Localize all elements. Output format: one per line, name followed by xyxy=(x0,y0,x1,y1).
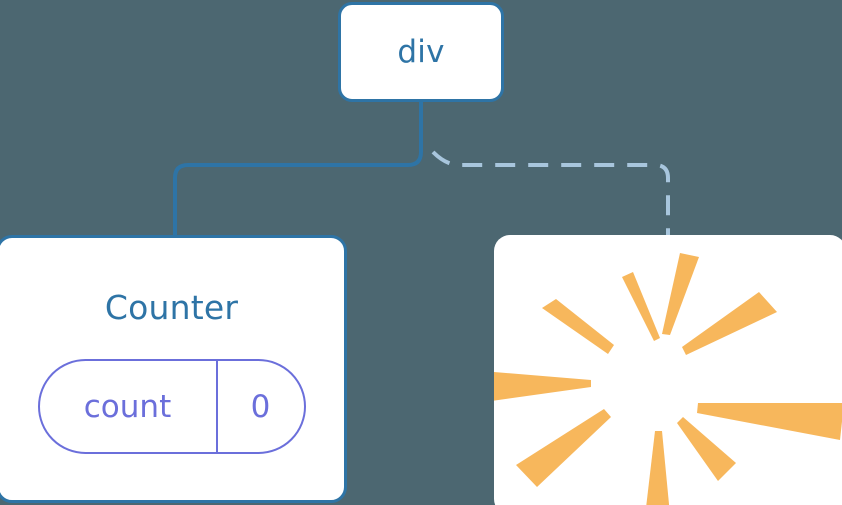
node-counter-label: Counter xyxy=(104,288,239,327)
burst-ray xyxy=(494,371,591,401)
burst-ray xyxy=(677,417,736,481)
node-highlight[interactable] xyxy=(494,235,842,505)
state-key-label: count xyxy=(40,361,218,452)
burst-ray xyxy=(697,403,842,440)
state-pill[interactable]: count 0 xyxy=(37,359,306,454)
burst-ray xyxy=(662,253,699,335)
state-value: 0 xyxy=(250,388,271,425)
node-div[interactable]: div xyxy=(338,2,504,102)
sparkle-burst-icon xyxy=(494,253,842,505)
burst-ray xyxy=(682,292,777,355)
edge-div-to-highlight xyxy=(431,150,670,238)
node-counter[interactable]: Counter count 0 xyxy=(0,235,347,503)
burst-ray xyxy=(622,272,660,341)
burst-ray xyxy=(516,409,611,487)
node-div-label: div xyxy=(397,34,445,70)
burst-ray xyxy=(542,299,614,354)
burst-ray xyxy=(646,431,670,505)
edge-div-to-counter xyxy=(173,102,423,238)
